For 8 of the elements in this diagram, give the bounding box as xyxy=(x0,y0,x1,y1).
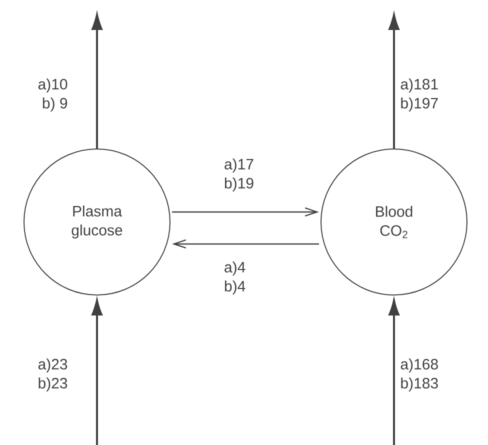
edge-label: a)168 b)183 xyxy=(400,358,438,392)
edge-label: a)17 b)19 xyxy=(224,158,254,192)
arrow xyxy=(172,239,319,249)
edge-label: a)4 b)4 xyxy=(224,262,246,294)
arrow xyxy=(172,207,319,217)
edge-label: a)10 b) 9 xyxy=(38,78,68,112)
edge-label: a)23 b)23 xyxy=(38,358,68,392)
edge-label: a)181 b)197 xyxy=(400,78,438,112)
